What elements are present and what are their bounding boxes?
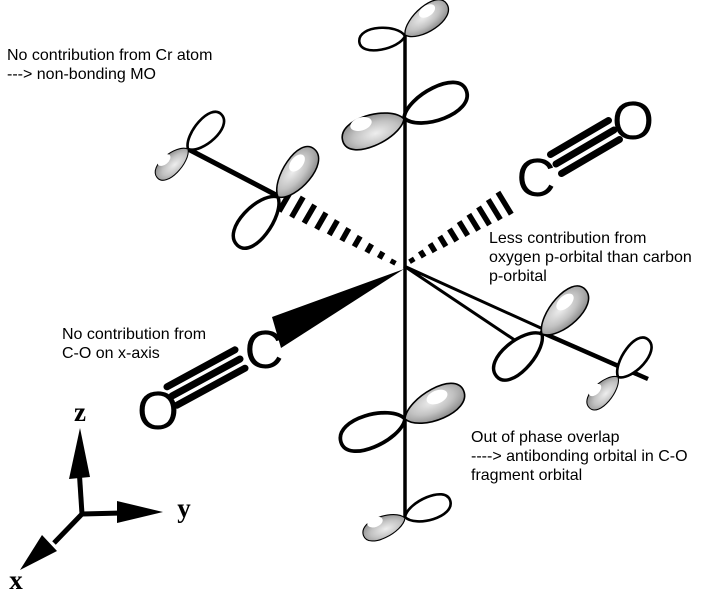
hashed-bond-upper-left (276, 187, 397, 266)
annotation-line: fragment orbital (471, 467, 583, 484)
annotation-line: p-orbital (489, 268, 547, 285)
triple-bond-upper-right (547, 117, 623, 177)
lobe-highlights (157, 4, 602, 528)
annotation-line: Out of phase overlap (471, 429, 620, 446)
annotation-out-of-phase: Out of phase overlap ----> antibonding o… (471, 428, 688, 485)
z-axis-arrowhead (69, 428, 90, 479)
annotation-line: ---> non-bonding MO (7, 66, 156, 83)
p-orbital-pair-upper-left-carbon (225, 141, 326, 255)
annotation-line: ----> antibonding orbital in C-O (471, 448, 688, 465)
triple-bond-lower-left (163, 346, 249, 409)
hashed-bond-upper-right (408, 190, 514, 264)
x-axis-arrow-shaft (52, 512, 84, 545)
atom-label-carbon-lower-left: C (245, 320, 284, 380)
annotation-less-contribution: Less contribution from oxygen p-orbital … (489, 229, 692, 286)
atom-label-oxygen-lower-left: O (137, 381, 179, 441)
y-axis-label: y (177, 493, 191, 523)
annotation-line: Less contribution from (489, 230, 647, 247)
y-axis-arrowhead (117, 501, 163, 523)
solid-wedge-lower-left (272, 269, 404, 348)
atom-label-carbon-upper-right: C (517, 148, 556, 208)
annotation-line: No contribution from Cr atom (7, 47, 213, 64)
annotation-no-contribution-co-x: No contribution from C-O on x-axis (62, 325, 206, 363)
x-axis-label: x (9, 565, 23, 595)
x-axis-arrowhead (20, 535, 57, 570)
annotation-line: No contribution from (62, 326, 207, 343)
y-axis-arrow-shaft (81, 510, 123, 517)
atom-label-oxygen-upper-right: O (612, 91, 654, 151)
annotation-line: C-O on x-axis (62, 345, 160, 362)
p-orbital-pair-lower (336, 378, 471, 456)
upper-left-co-bond (186, 146, 280, 199)
p-orbital-pair-upper-left-oxygen (150, 107, 230, 185)
annotation-no-contribution-cr: No contribution from Cr atom ---> non-bo… (7, 46, 212, 84)
z-axis-label: z (74, 397, 86, 427)
coordinate-axes: z y x (9, 397, 191, 595)
annotation-line: oxygen p-orbital than carbon (489, 249, 692, 266)
p-orbital-pair-lower-right-oxygen (582, 333, 658, 414)
